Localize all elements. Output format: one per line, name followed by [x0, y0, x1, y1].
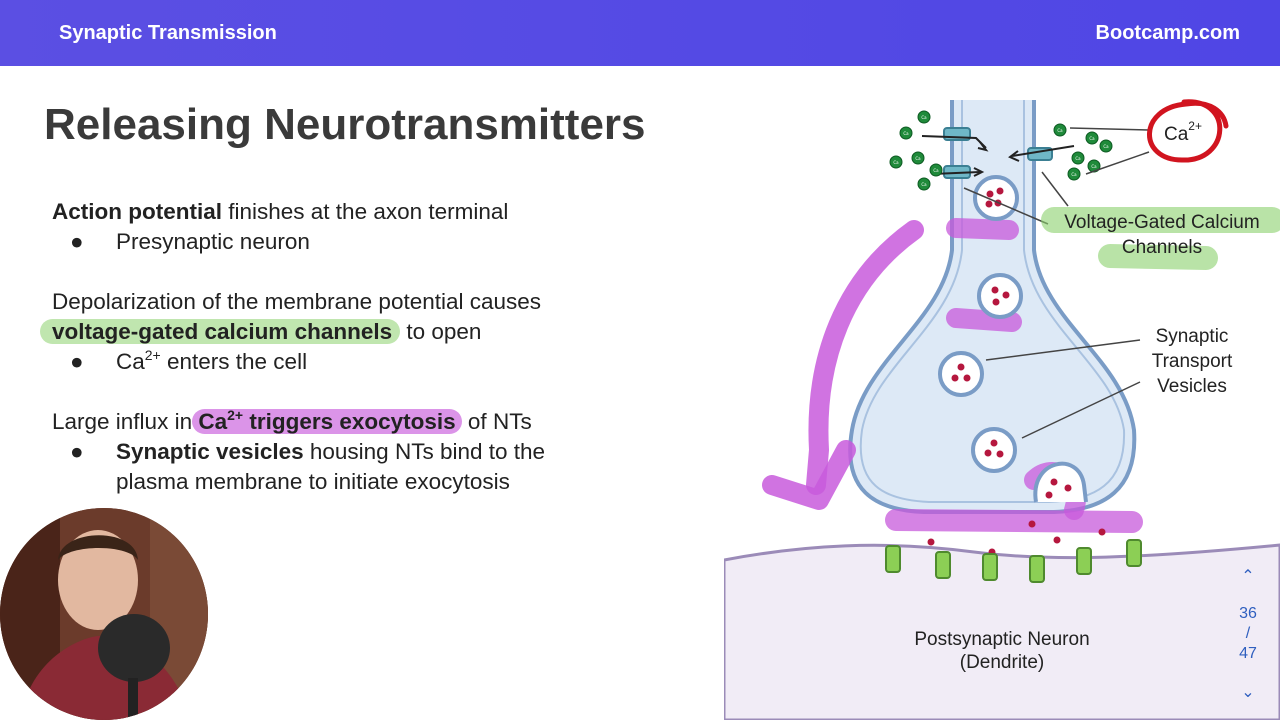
slide-body: Action potential finishes at the axon te…	[40, 197, 692, 497]
bullet-ca-enters: ● Ca2+ enters the cell	[52, 347, 692, 377]
paragraph-2-line-1: Depolarization of the membrane potential…	[52, 289, 542, 314]
purple-highlight: Ca2+ triggers exocytosis	[192, 407, 462, 434]
bullet-synaptic-vesicles: ● Synaptic vesicles housing NTs bind to t…	[52, 437, 692, 467]
current-slide-number: 36	[1239, 605, 1257, 622]
paragraph-3-text: Large influx in	[52, 409, 199, 434]
ca-charge: 2+	[227, 407, 244, 423]
bullet-text: Presynaptic neuron	[116, 229, 310, 254]
bullet-icon: ●	[70, 349, 84, 374]
annotation-scribble	[885, 509, 1143, 533]
bullet-text: plasma membrane to initiate exocytosis	[116, 469, 510, 494]
annotation-scribble	[946, 308, 1022, 332]
paragraph-3-end: of NTs	[461, 409, 532, 434]
action-potential-term: Action potential	[52, 199, 222, 224]
presenter-webcam	[0, 508, 208, 720]
chevron-up-icon[interactable]: ⌃	[1241, 568, 1255, 585]
paragraph-2-text: to open	[400, 319, 482, 344]
synaptic-vesicle	[971, 427, 1017, 473]
annotation-scribble	[946, 218, 1019, 240]
annotation-arrowhead	[762, 440, 856, 510]
total-slide-count: 47	[1239, 645, 1257, 662]
ca-symbol: Ca	[198, 409, 228, 434]
ca-charge: 2+	[144, 347, 161, 363]
slide-title: Releasing Neurotransmitters	[44, 100, 646, 149]
header-bar: Synaptic Transmission Bootcamp.com	[0, 0, 1280, 66]
paragraph-2-line-2: voltage-gated calcium channels to open	[40, 317, 692, 347]
slide-navigator: ⌃ 36 / 47 ⌄	[1234, 566, 1262, 702]
green-highlight: voltage-gated calcium channels	[40, 319, 401, 344]
bullet-presynaptic: ● Presynaptic neuron	[52, 227, 692, 257]
paragraph-1: Action potential finishes at the axon te…	[52, 197, 692, 227]
paragraph-3: Large influx in Ca2+ triggers exocytosis…	[52, 407, 692, 437]
exocytosis-term: triggers exocytosis	[243, 409, 456, 434]
synaptic-vesicles-term: Synaptic vesicles	[116, 439, 304, 464]
green-highlight	[1098, 244, 1218, 270]
bullet-text: enters the cell	[160, 349, 308, 374]
ca-callout-label: Ca2+	[1164, 119, 1202, 145]
paragraph-1-text: finishes at the axon terminal	[222, 199, 509, 224]
ca-symbol: Ca	[116, 349, 145, 374]
bullet-icon: ●	[70, 439, 84, 464]
brand-logo[interactable]: Bootcamp.com	[1095, 21, 1240, 44]
ca-callout-circle	[1147, 99, 1229, 163]
vgcc-label-line-1: Voltage-Gated Calcium	[1064, 212, 1259, 233]
postsynaptic-label-line-1: Postsynaptic Neuron	[914, 629, 1089, 650]
synapse-diagram: Ca	[724, 99, 1280, 720]
synaptic-vesicle	[977, 273, 1023, 319]
vgcc-label-line-2: Channels	[1122, 237, 1202, 258]
annotation-arrow	[806, 220, 924, 495]
vesicles-label-line-2: Transport	[1152, 351, 1233, 372]
vesicles-label-line-3: Vesicles	[1157, 376, 1227, 397]
bullet-text: housing NTs bind to the	[303, 439, 546, 464]
slide-separator: /	[1245, 625, 1251, 642]
synaptic-vesicle	[938, 351, 984, 397]
synaptic-vesicle	[973, 175, 1019, 221]
bullet-continuation: plasma membrane to initiate exocytosis	[52, 467, 692, 497]
bullet-icon: ●	[70, 229, 84, 254]
vgcc-term: voltage-gated calcium channels	[52, 319, 393, 344]
axon-membrane-inner	[859, 100, 1126, 503]
header-title: Synaptic Transmission	[59, 21, 277, 44]
receptor-group	[885, 539, 1142, 583]
chevron-down-icon[interactable]: ⌄	[1241, 684, 1255, 701]
vesicles-label-line-1: Synaptic	[1156, 326, 1229, 347]
postsynaptic-label-line-2: (Dendrite)	[960, 652, 1044, 673]
